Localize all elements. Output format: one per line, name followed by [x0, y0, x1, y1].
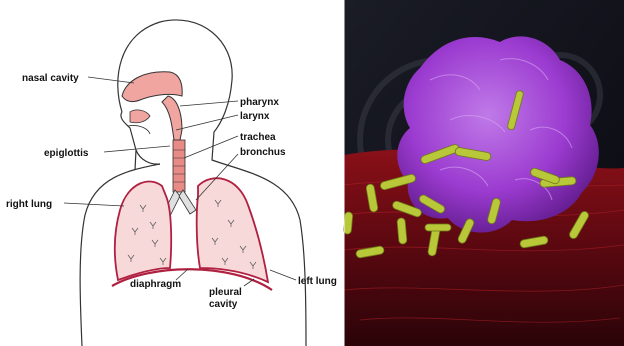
respiratory-diagram: nasal cavity pharynx larynx epiglottis t… [0, 0, 344, 346]
label-pleural: pleural [209, 287, 242, 298]
label-right-lung: right lung [6, 199, 52, 210]
micrograph-image [343, 0, 624, 346]
label-bronchus: bronchus [240, 147, 286, 158]
label-trachea: trachea [240, 132, 276, 143]
label-epiglottis: epiglottis [44, 148, 89, 159]
label-larynx: larynx [240, 111, 270, 122]
label-nasal-cavity: nasal cavity [22, 73, 79, 84]
label-diaphragm: diaphragm [130, 279, 181, 290]
label-cavity: cavity [209, 299, 238, 310]
label-left-lung: left lung [298, 276, 337, 287]
label-pharynx: pharynx [240, 97, 279, 108]
